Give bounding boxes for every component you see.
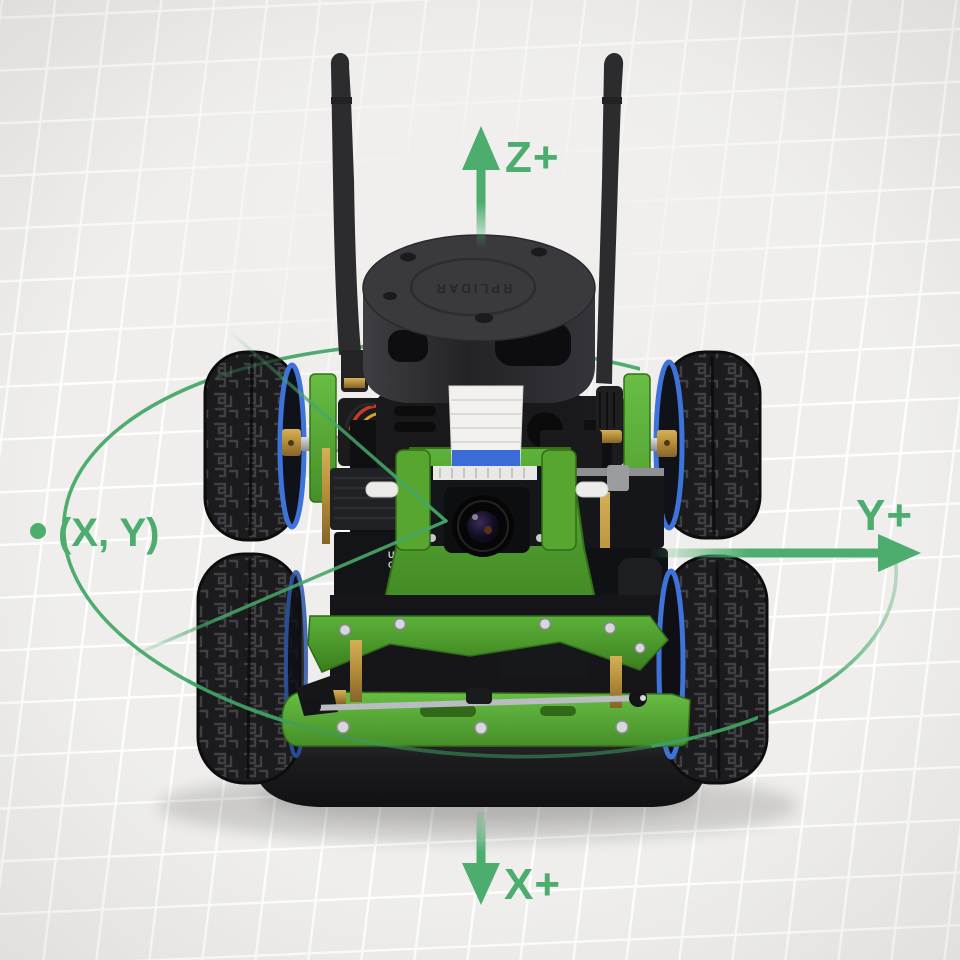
z-axis-arrow	[462, 126, 500, 247]
xy-point-label: (X, Y)	[58, 511, 160, 555]
steering-assembly	[296, 615, 669, 716]
camera-ribbon-cable	[448, 385, 524, 469]
camera-lens	[452, 495, 514, 557]
antenna-right	[596, 53, 624, 384]
x-axis-label: X+	[504, 860, 561, 909]
antenna-right-base	[596, 386, 623, 443]
z-axis-label: Z+	[505, 133, 560, 182]
xy-point-dot	[30, 523, 46, 539]
origin-line-lower	[125, 519, 448, 660]
rplidar-label: RPLIDAR	[434, 281, 513, 296]
y-axis-label: Y+	[856, 491, 913, 540]
y-axis-arrow	[650, 534, 921, 572]
lidar: RPLIDAR	[362, 234, 596, 403]
robot-illustration: RPLIDAR	[158, 53, 798, 842]
origin-lines	[125, 329, 448, 660]
antenna-left	[330, 53, 368, 392]
x-axis-arrow	[462, 812, 500, 905]
ground-circle-overlay	[182, 341, 768, 759]
wheel-front-right	[656, 554, 769, 785]
origin-line-upper	[227, 329, 448, 523]
